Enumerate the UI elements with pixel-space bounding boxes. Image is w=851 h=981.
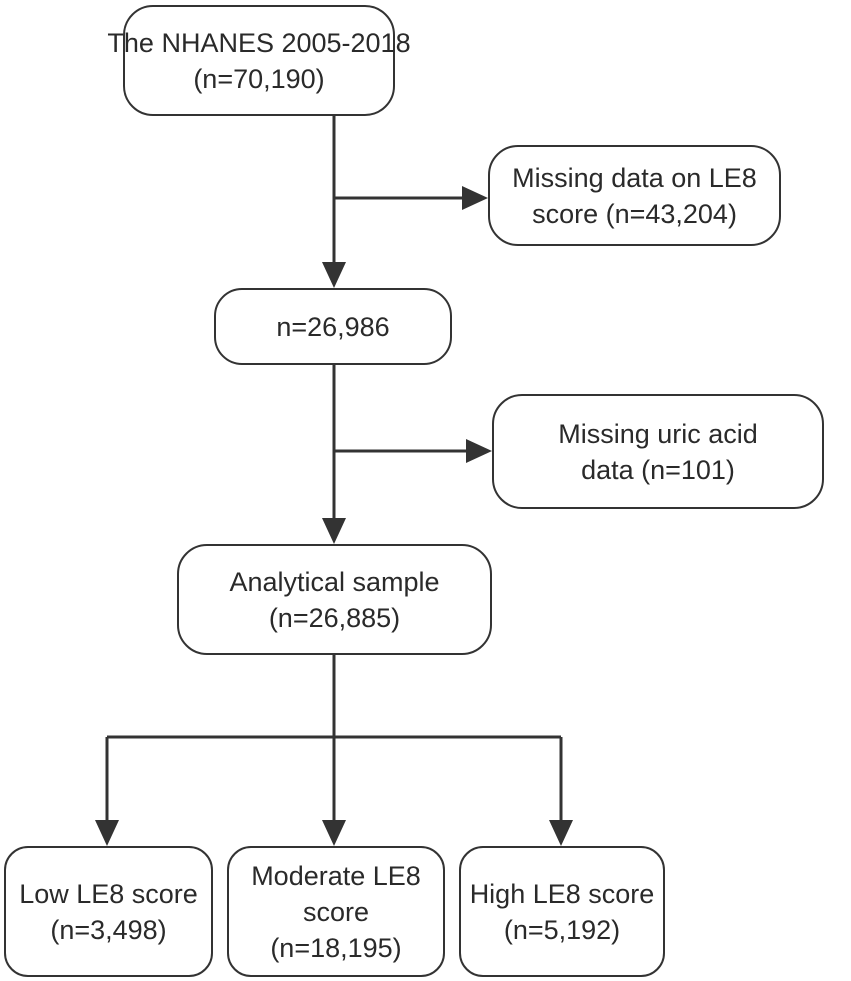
node-moderate-le8: Moderate LE8 score (n=18,195) bbox=[227, 846, 445, 977]
node-moderate-le8-line1: Moderate LE8 bbox=[251, 860, 421, 891]
node-nhanes-total: The NHANES 2005-2018 (n=70,190) bbox=[107, 5, 411, 116]
node-exclusion-uric-acid-line2: data (n=101) bbox=[581, 454, 735, 485]
node-moderate-le8-line2: score bbox=[302, 896, 370, 927]
node-low-le8: Low LE8 score (n=3,498) bbox=[4, 846, 213, 977]
node-low-le8-line1: Low LE8 score bbox=[19, 878, 198, 909]
node-intermediate-count-line1: n=26,986 bbox=[276, 311, 390, 342]
node-high-le8-line2: (n=5,192) bbox=[503, 914, 621, 945]
arrowhead-exclusion1 bbox=[462, 186, 488, 210]
node-exclusion-le8-line2: score (n=43,204) bbox=[532, 198, 737, 229]
arrowhead-low bbox=[95, 820, 119, 846]
node-analytical-sample-line2: (n=26,885) bbox=[268, 602, 401, 633]
node-exclusion-le8-line1: Missing data on LE8 bbox=[512, 162, 757, 193]
node-high-le8-line1: High LE8 score bbox=[469, 878, 655, 909]
node-high-le8: High LE8 score (n=5,192) bbox=[459, 846, 665, 977]
node-moderate-le8-line3: (n=18,195) bbox=[270, 932, 402, 963]
node-analytical-sample: Analytical sample (n=26,885) bbox=[177, 544, 492, 655]
arrowhead-analytical bbox=[322, 518, 346, 544]
node-exclusion-uric-acid: Missing uric acid data (n=101) bbox=[492, 394, 824, 509]
node-exclusion-uric-acid-line1: Missing uric acid bbox=[558, 418, 758, 449]
node-intermediate-count: n=26,986 bbox=[214, 288, 452, 365]
node-nhanes-total-line2: (n=70,190) bbox=[193, 63, 325, 94]
arrowhead-mid bbox=[322, 262, 346, 288]
arrowhead-exclusion2 bbox=[466, 439, 492, 463]
arrowhead-moderate bbox=[322, 820, 346, 846]
node-nhanes-total-line1: The NHANES 2005-2018 bbox=[107, 27, 411, 58]
node-exclusion-le8: Missing data on LE8 score (n=43,204) bbox=[488, 145, 781, 246]
node-analytical-sample-line1: Analytical sample bbox=[229, 566, 440, 597]
node-low-le8-line2: (n=3,498) bbox=[50, 914, 167, 945]
arrowhead-high bbox=[549, 820, 573, 846]
